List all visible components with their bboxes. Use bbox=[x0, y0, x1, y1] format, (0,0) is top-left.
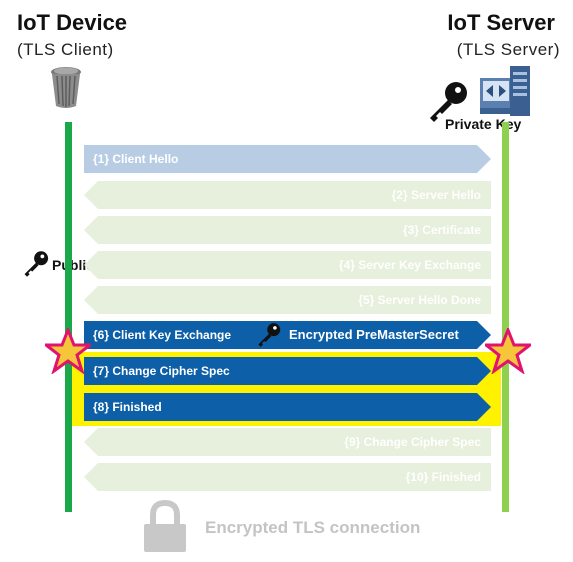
message-10: {10} Finished bbox=[84, 463, 491, 491]
message-label: {10} Finished bbox=[405, 470, 481, 484]
premaster-key-icon bbox=[258, 323, 281, 347]
message-6: {6} Client Key Exchange bbox=[84, 321, 491, 349]
server-title: IoT Server bbox=[447, 10, 555, 35]
message-9: {9} Change Cipher Spec bbox=[84, 428, 491, 456]
premaster-label: Encrypted PreMasterSecret bbox=[289, 327, 459, 342]
private-key-icon bbox=[430, 82, 467, 122]
server-subtitle: (TLS Server) bbox=[456, 40, 560, 59]
iot-device-icon bbox=[51, 67, 81, 108]
message-label: {5} Server Hello Done bbox=[358, 293, 481, 307]
device-title: IoT Device bbox=[17, 10, 128, 35]
message-8: {8} Finished bbox=[84, 393, 491, 421]
message-label: {3} Certificate bbox=[402, 223, 481, 237]
message-label: {6} Client Key Exchange bbox=[93, 328, 232, 342]
private-key-label: Private Key bbox=[445, 116, 522, 132]
server-icon bbox=[480, 66, 530, 116]
star-icon-right bbox=[485, 328, 531, 374]
message-label: {1} Client Hello bbox=[93, 152, 179, 166]
message-3: {3} Certificate bbox=[84, 216, 491, 244]
message-label: {8} Finished bbox=[93, 400, 162, 414]
message-2: {2} Server Hello bbox=[84, 181, 491, 209]
message-label: {7} Change Cipher Spec bbox=[93, 364, 230, 378]
message-1: {1} Client Hello bbox=[84, 145, 491, 173]
message-label: {2} Server Hello bbox=[391, 188, 481, 202]
message-5: {5} Server Hello Done bbox=[84, 286, 491, 314]
message-label: {4} Server Key Exchange bbox=[338, 258, 481, 272]
device-subtitle: (TLS Client) bbox=[17, 40, 114, 59]
public-key-icon bbox=[24, 251, 49, 277]
message-7: {7} Change Cipher Spec bbox=[84, 357, 491, 385]
message-label: {9} Change Cipher Spec bbox=[344, 435, 481, 449]
device-lifeline bbox=[65, 122, 72, 512]
lock-icon bbox=[144, 500, 186, 552]
footer-text: Encrypted TLS connection bbox=[205, 518, 421, 537]
server-lifeline bbox=[502, 122, 509, 512]
star-icon-left bbox=[45, 328, 91, 374]
message-4: {4} Server Key Exchange bbox=[84, 251, 491, 279]
